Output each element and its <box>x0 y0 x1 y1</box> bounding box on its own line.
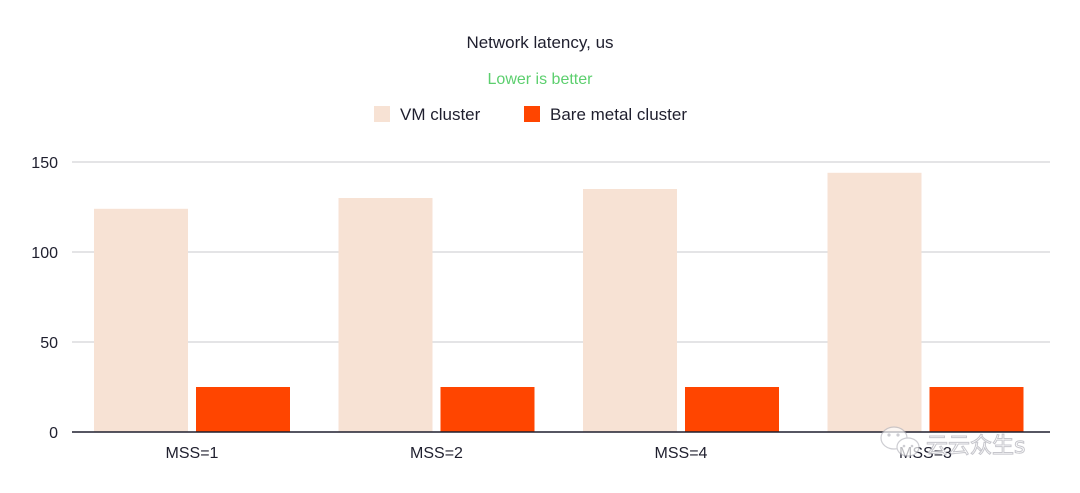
bar-bare-metal-cluster <box>929 387 1024 432</box>
bar-bare-metal-cluster <box>685 387 779 432</box>
legend-swatch-bare-metal-cluster <box>524 106 540 122</box>
x-category-label: MSS=4 <box>655 445 708 462</box>
legend: VM cluster Bare metal cluster <box>374 105 687 124</box>
y-axis-ticks: 0 50 100 150 <box>31 155 58 442</box>
watermark: 云云众生s <box>880 426 1026 460</box>
bar-vm-cluster <box>827 172 922 433</box>
x-category-label: MSS=2 <box>410 445 463 462</box>
y-tick-label: 150 <box>31 155 58 172</box>
y-tick-label: 100 <box>31 245 58 262</box>
y-tick-label: 0 <box>49 425 58 442</box>
x-category-label: MSS=1 <box>166 445 219 462</box>
legend-label-bare-metal-cluster: Bare metal cluster <box>550 105 687 124</box>
chart-title: Network latency, us <box>466 33 613 52</box>
bar-bare-metal-cluster <box>196 387 290 432</box>
bar-vm-cluster <box>583 189 677 432</box>
chart-subtitle: Lower is better <box>488 71 594 88</box>
bar-vm-cluster <box>338 198 433 432</box>
bar-vm-cluster <box>94 208 188 432</box>
legend-label-vm-cluster: VM cluster <box>400 105 481 124</box>
y-tick-label: 50 <box>40 335 58 352</box>
legend-swatch-vm-cluster <box>374 106 390 122</box>
bars <box>94 172 1024 433</box>
bar-bare-metal-cluster <box>440 387 535 432</box>
watermark-text: 云云众生s <box>926 434 1025 459</box>
wechat-icon <box>880 426 920 457</box>
